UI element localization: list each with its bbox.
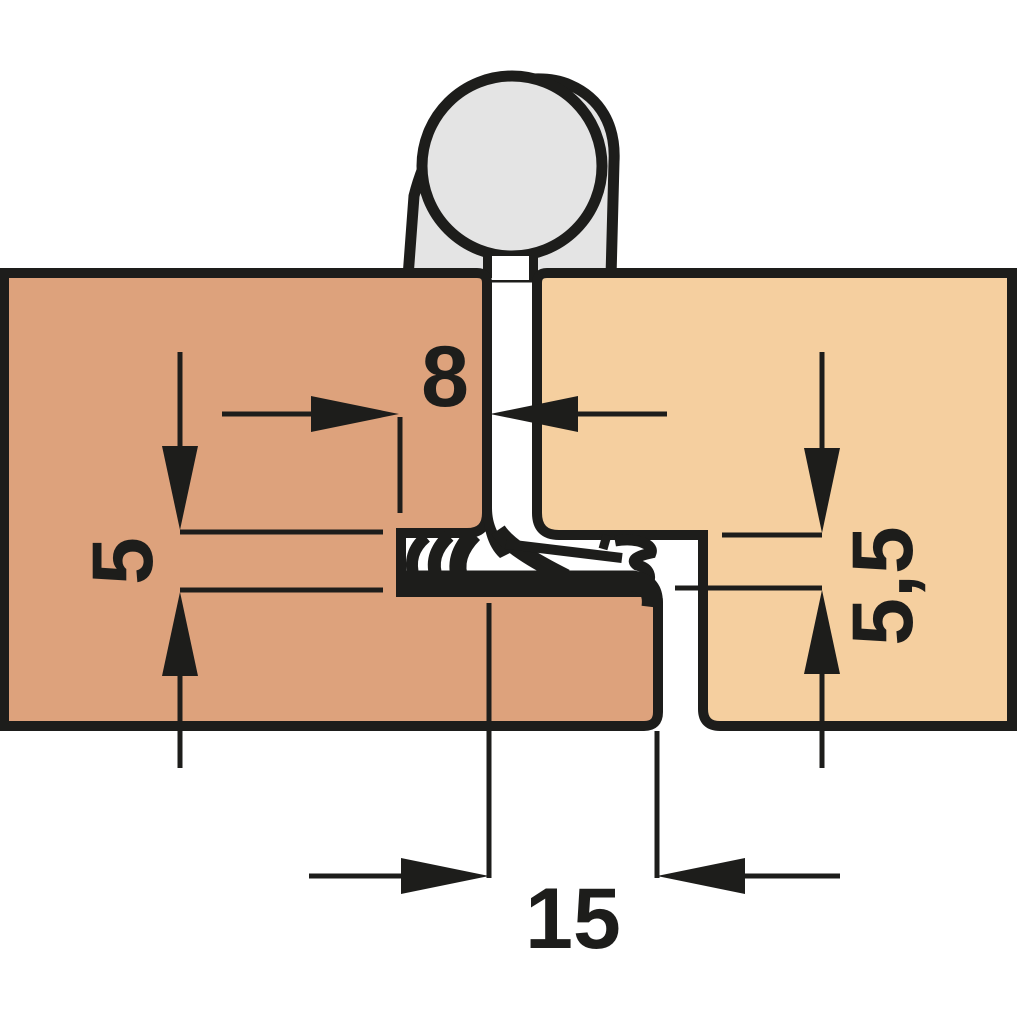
base-bar [400,570,663,609]
dimension-5: 5 [75,352,383,768]
dimension-8: 8 [222,329,667,513]
lever-tick [598,533,612,551]
fitting-stem [491,256,529,280]
dim5-label: 5 [75,537,171,585]
left-panel [0,268,663,731]
lever-arm [505,539,623,563]
dimension-15: 15 [309,603,840,967]
fitting-head [402,70,620,283]
right-panel [532,268,1017,731]
dim15-arrow-right [401,858,489,894]
left-panel-outline [0,268,663,731]
dim8-label: 8 [421,329,469,425]
dim8-arrow-right [311,396,399,432]
connector-profile [400,508,663,609]
dim8-arrow-left [490,396,578,432]
dim15-label: 15 [525,871,621,967]
dim5-arrow-down [162,446,198,530]
dim5-arrow-up [162,592,198,676]
dim55-arrow-up [804,590,840,674]
fitting-knob [416,70,608,262]
lever-hook [614,534,657,588]
dimension-5-5: 5,5 [675,352,931,768]
dim55-arrow-down [804,448,840,533]
dim55-label: 5,5 [835,526,931,646]
right-panel-outline [532,268,1017,731]
dim15-arrow-left [657,858,745,894]
